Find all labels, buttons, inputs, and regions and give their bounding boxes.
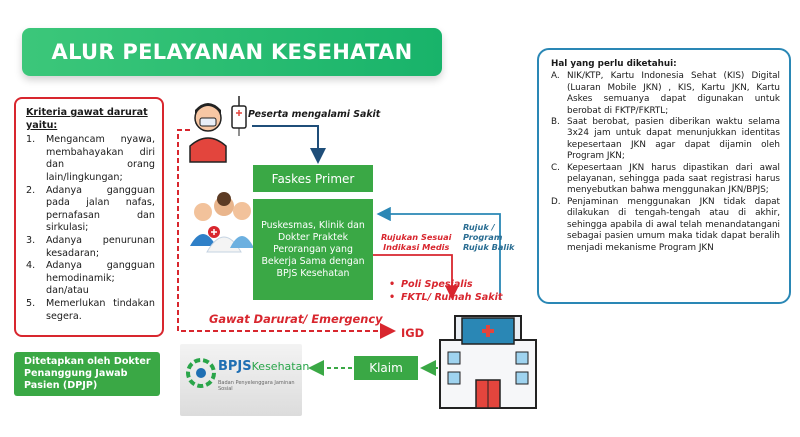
item-text: Adanya penurunan kesadaran;: [46, 234, 155, 259]
criteria-list: 1. Mengancam nyawa, membahayakan diri dan…: [26, 134, 155, 323]
item-text: Adanya gangguan hemodinamik; dan/atau: [46, 260, 155, 297]
item-number: 3.: [26, 234, 36, 246]
hospital-icon: [439, 315, 537, 409]
faskes-primer-box: Faskes Primer: [253, 165, 373, 192]
arrow-peserta-faskes: [252, 125, 326, 164]
puskesmas-box: Puskesmas, Klinik dan Dokter Praktek Per…: [253, 199, 373, 300]
bpjs-logo-icon: [186, 358, 216, 388]
item-letter: C.: [551, 162, 560, 173]
item-number: 2.: [26, 184, 36, 196]
fktl-label: FKTL/ Rumah Sakit: [401, 292, 503, 303]
doctors-group-icon: [190, 192, 254, 253]
dpjp-box: Ditetapkan oleh Dokter Penanggung Jawab …: [14, 352, 160, 396]
rujuk-line-2: Program: [463, 232, 503, 242]
patient-icon: [189, 96, 247, 163]
item-number: 1.: [26, 134, 36, 146]
list-item: 5. Memerlukan tindakan segera.: [26, 298, 155, 323]
rujuk-line-3: Rujuk Balik: [463, 242, 515, 252]
rujukan-line-1: Rujukan Sesuai: [381, 232, 452, 242]
bpjs-brand-main: BPJS: [218, 359, 252, 374]
item-letter: B.: [551, 117, 560, 128]
rujukan-destination-list: •Poli Spesialis •FKTL/ Rumah Sakit: [389, 278, 502, 304]
bpjs-brand-sub: Kesehatan: [251, 360, 310, 373]
page-title: ALUR PELAYANAN KESEHATAN: [22, 28, 442, 76]
item-number: 5.: [26, 297, 36, 309]
list-item: •FKTL/ Rumah Sakit: [389, 292, 503, 303]
item-text: Saat berobat, pasien diberikan waktu sel…: [567, 117, 780, 162]
klaim-box: Klaim: [354, 356, 418, 380]
info-title: Hal yang perlu diketahui:: [551, 59, 677, 69]
item-letter: A.: [551, 71, 560, 82]
list-item: 4. Adanya gangguan hemodinamik; dan/atau: [26, 260, 155, 298]
bpjs-subtitle: Badan Penyelenggara Jaminan Sosial: [218, 380, 295, 392]
item-letter: D.: [551, 196, 561, 207]
rujuk-line-1: Rujuk /: [463, 222, 495, 232]
arrow-gawat-darurat: [177, 129, 396, 339]
item-text: Adanya gangguan pada jalan nafas, pernaf…: [46, 184, 155, 234]
poli-spesialis-label: Poli Spesialis: [401, 279, 473, 290]
rujukan-line-2: Indikasi Medis: [383, 242, 450, 252]
igd-label: IGD: [401, 326, 425, 340]
list-item: B. Saat berobat, pasien diberikan waktu s…: [551, 117, 780, 163]
criteria-title: Kriteria gawat darurat yaitu:: [26, 107, 148, 131]
rujukan-sesuai-label: Rujukan Sesuai Indikasi Medis: [381, 232, 451, 252]
info-box: Hal yang perlu diketahui: A. NIK/KTP, Kar…: [537, 48, 791, 304]
bpjs-brand: BPJSKesehatan: [218, 359, 309, 374]
list-item: A. NIK/KTP, Kartu Indonesia Sehat (KIS) D…: [551, 71, 780, 117]
bpjs-logo-sign: BPJSKesehatan Badan Penyelenggara Jamina…: [180, 344, 309, 416]
list-item: 3. Adanya penurunan kesadaran;: [26, 235, 155, 260]
list-item: D. Penjaminan menggunakan JKN tidak dapat…: [551, 197, 780, 254]
item-text: Memerlukan tindakan segera.: [46, 297, 155, 322]
criteria-box: Kriteria gawat darurat yaitu: 1. Menganca…: [14, 97, 164, 337]
item-text: Kepesertaan JKN harus dipastikan dari aw…: [567, 162, 780, 196]
list-item: •Poli Spesialis: [389, 279, 473, 290]
list-item: 2. Adanya gangguan pada jalan nafas, pern…: [26, 185, 155, 235]
item-number: 4.: [26, 260, 36, 272]
list-item: C. Kepesertaan JKN harus dipastikan dari …: [551, 163, 780, 197]
item-text: Penjaminan menggunakan JKN tidak dapat d…: [567, 196, 780, 253]
peserta-label: Peserta mengalami Sakit: [248, 109, 381, 120]
item-text: NIK/KTP, Kartu Indonesia Sehat (KIS) Dig…: [567, 71, 780, 116]
rujuk-program-label: Rujuk / Program Rujuk Balik: [463, 222, 514, 252]
arrow-rujukan: [373, 254, 460, 300]
list-item: 1. Mengancam nyawa, membahayakan diri dan…: [26, 134, 155, 184]
gawat-darurat-label: Gawat Darurat/ Emergency: [209, 312, 383, 326]
arrow-rujuk-balik: [376, 206, 501, 300]
item-text: Mengancam nyawa, membahayakan diri dan o…: [46, 134, 155, 183]
